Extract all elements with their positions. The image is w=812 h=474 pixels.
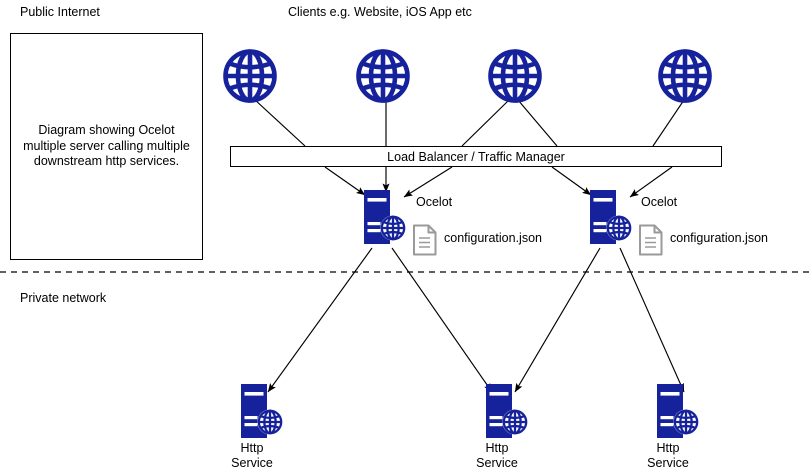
wire-ocelot2-svc3 — [619, 247, 685, 393]
wire-lb-ocelot1-a — [324, 166, 366, 196]
wire-client4-lb — [652, 99, 685, 147]
zone-label-public-internet: Public Internet — [20, 5, 100, 19]
globe-icon — [658, 49, 712, 103]
server-globe-icon — [590, 190, 632, 244]
configuration-file-icon-1[interactable] — [412, 224, 438, 256]
configuration-file-label-2: configuration.json — [670, 231, 768, 245]
http-service-caption-1: Http Service — [212, 441, 292, 471]
http-service-caption-1-line2: Service — [231, 456, 273, 470]
configuration-file-label-1: configuration.json — [444, 231, 542, 245]
client-node-globe-3[interactable] — [487, 48, 543, 104]
server-globe-icon — [241, 384, 283, 438]
http-service-caption-3-line2: Service — [647, 456, 689, 470]
globe-icon — [223, 49, 277, 103]
description-text: Diagram showing Ocelot multiple server c… — [23, 123, 190, 169]
wire-ocelot1-svc2 — [391, 247, 493, 393]
load-balancer-bar[interactable]: Load Balancer / Traffic Manager — [230, 146, 722, 167]
ocelot-server-node-2[interactable] — [588, 188, 634, 246]
description-box — [10, 33, 203, 260]
zone-label-private-network: Private network — [20, 291, 107, 305]
wire-client1-lb — [253, 98, 306, 147]
wire-client3-lb-left — [461, 99, 510, 147]
document-icon — [639, 224, 663, 256]
globe-icon — [356, 49, 410, 103]
http-service-caption-3: Http Service — [628, 441, 708, 471]
http-service-node-1[interactable] — [239, 382, 285, 440]
clients-heading: Clients e.g. Website, iOS App etc — [288, 5, 472, 19]
wire-lb-ocelot1-c — [403, 166, 453, 198]
client-node-globe-1[interactable] — [222, 48, 278, 104]
client-node-globe-4[interactable] — [657, 48, 713, 104]
ocelot-label-1: Ocelot — [416, 195, 453, 209]
globe-icon — [488, 49, 542, 103]
http-service-caption-3-line1: Http — [656, 441, 680, 455]
ocelot-label-2: Ocelot — [641, 195, 678, 209]
http-service-caption-1-line1: Http — [240, 441, 264, 455]
configuration-file-icon-2[interactable] — [638, 224, 664, 256]
http-service-node-3[interactable] — [655, 382, 701, 440]
wire-ocelot2-svc2 — [514, 247, 601, 393]
http-service-caption-2-line2: Service — [476, 456, 518, 470]
wire-client3-lb-right — [517, 99, 558, 147]
wire-lb-ocelot2-a — [551, 166, 592, 196]
server-globe-icon — [364, 190, 406, 244]
wire-ocelot1-svc1 — [267, 247, 373, 393]
load-balancer-label: Load Balancer / Traffic Manager — [387, 149, 565, 164]
wire-lb-ocelot2-b — [629, 166, 673, 198]
http-service-caption-2-line1: Http — [485, 441, 509, 455]
client-node-globe-2[interactable] — [355, 48, 411, 104]
http-service-caption-2: Http Service — [457, 441, 537, 471]
server-globe-icon — [657, 384, 699, 438]
server-globe-icon — [486, 384, 528, 438]
ocelot-server-node-1[interactable] — [362, 188, 408, 246]
document-icon — [413, 224, 437, 256]
http-service-node-2[interactable] — [484, 382, 530, 440]
